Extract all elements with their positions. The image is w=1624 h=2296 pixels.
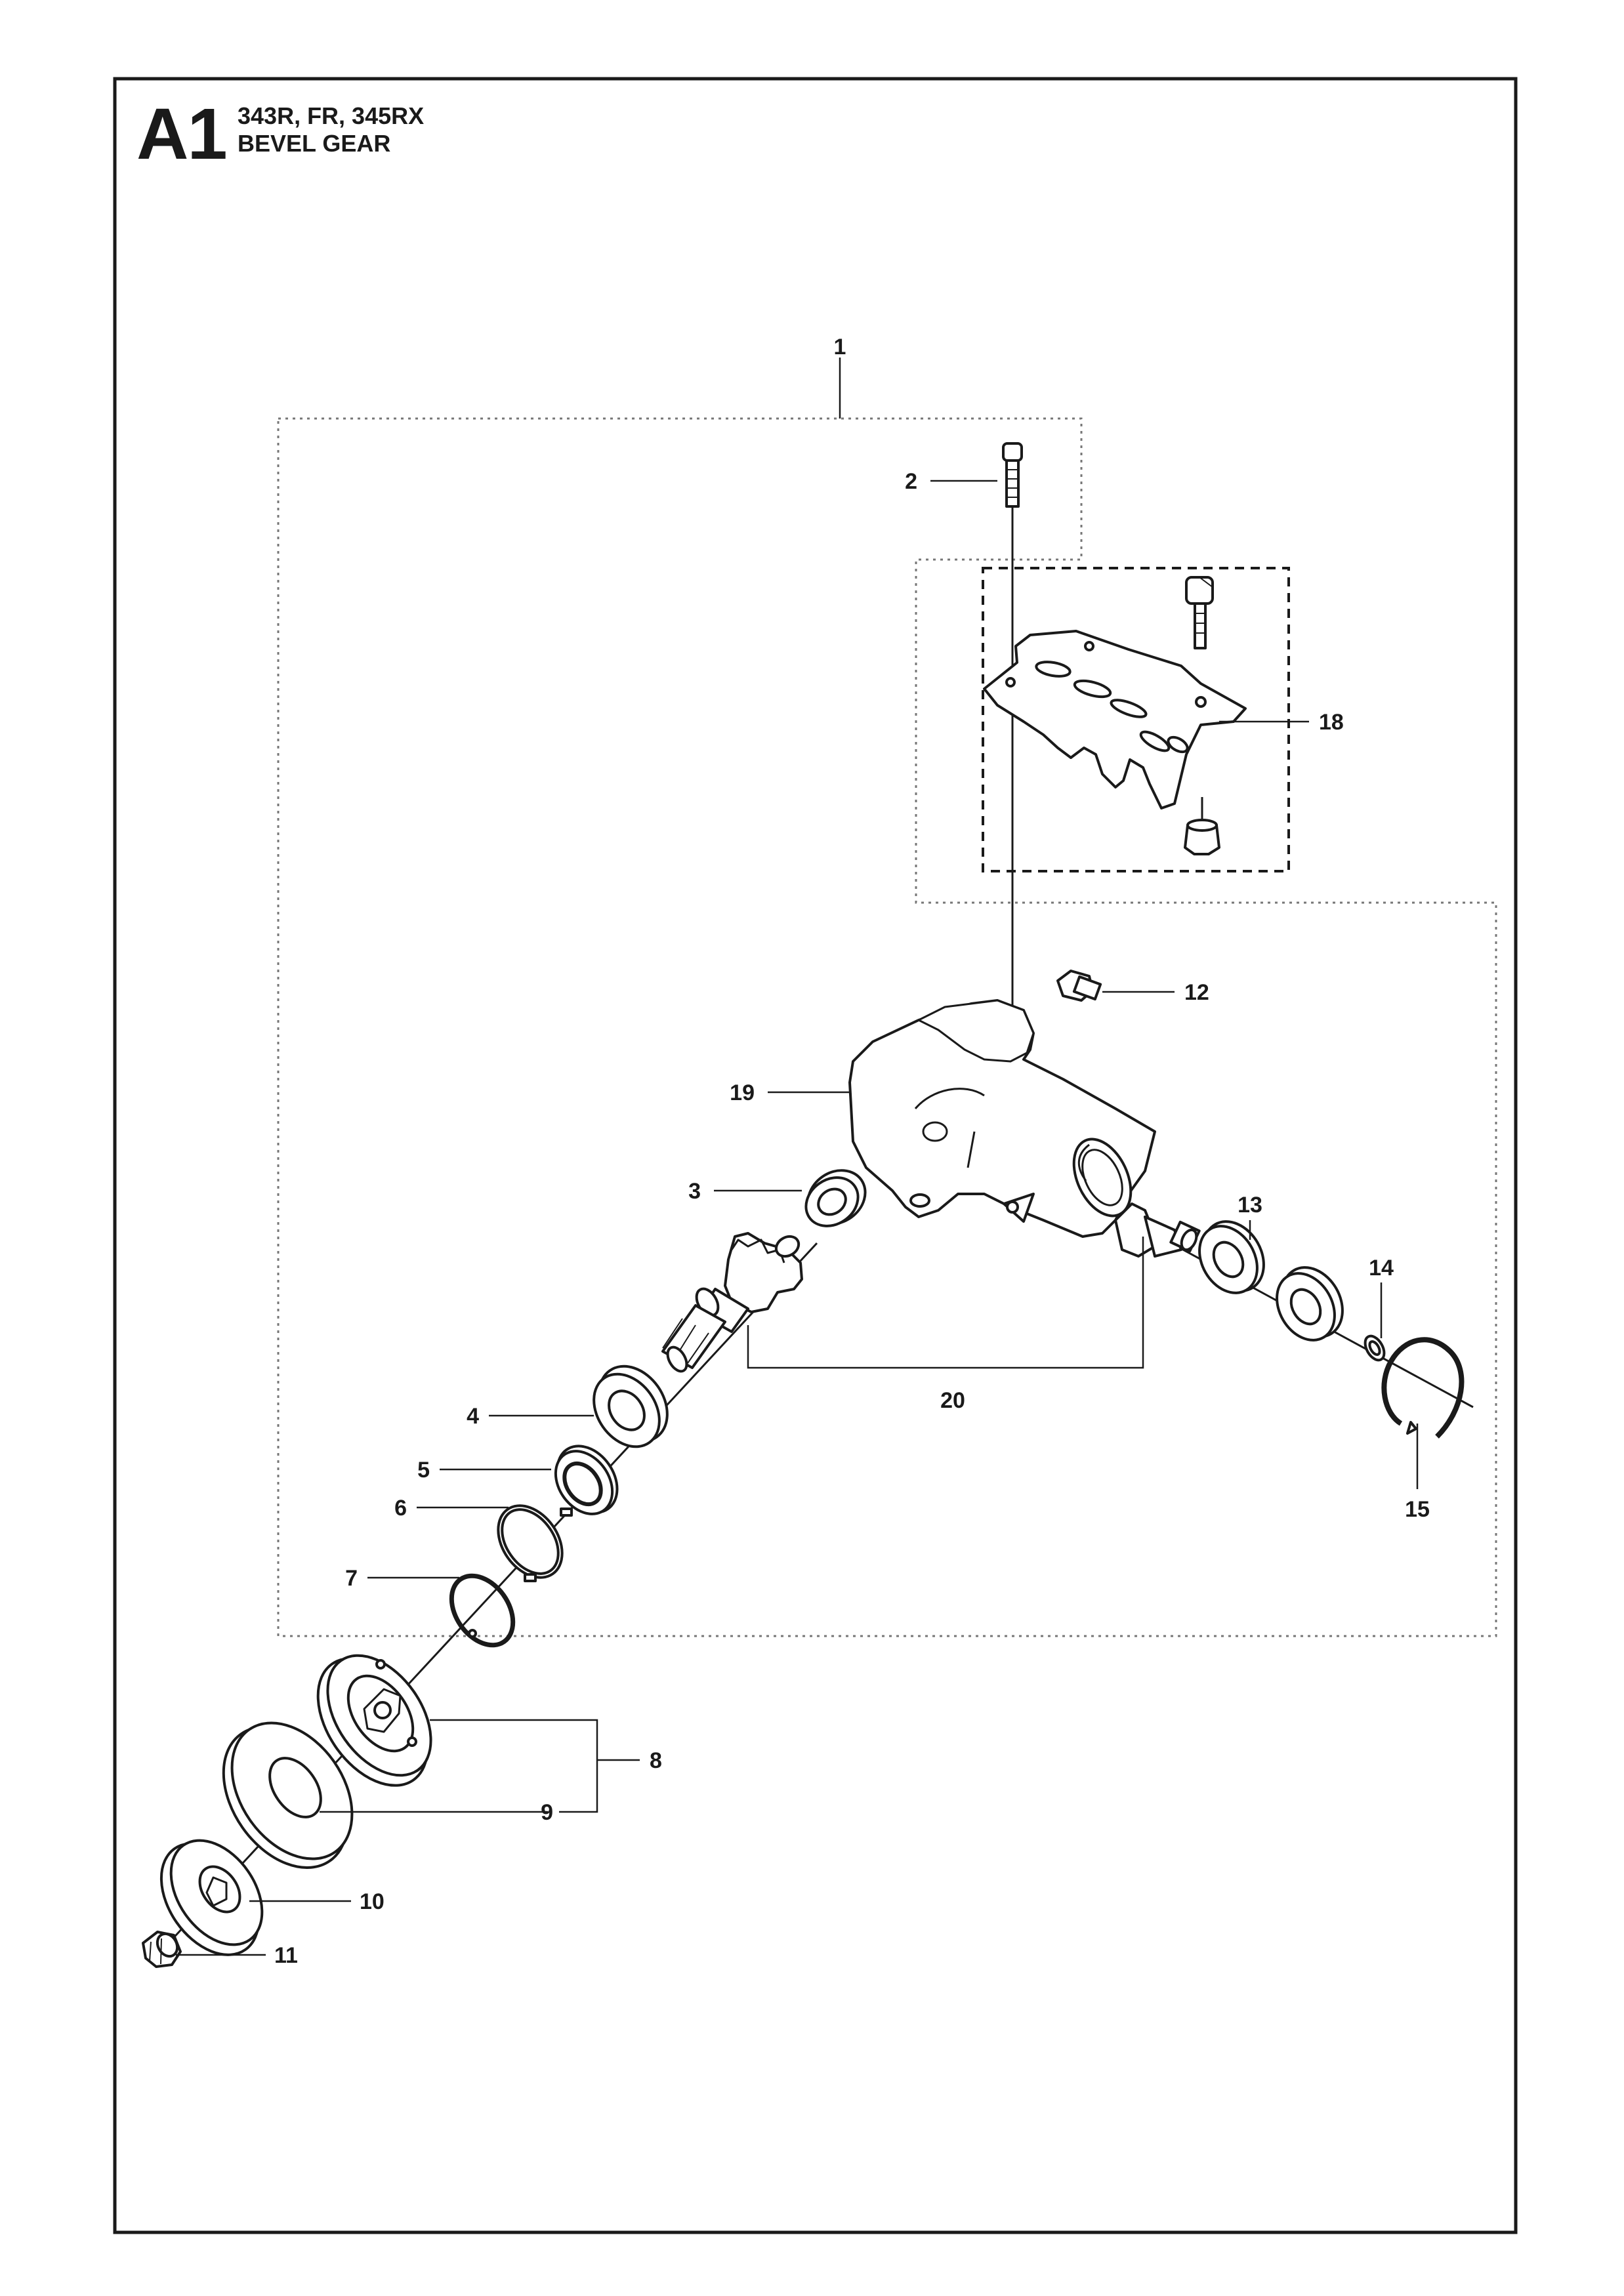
callout-15: 15 [1405, 1497, 1430, 1522]
callout-3: 3 [688, 1179, 701, 1204]
part-9-large-washer [222, 1721, 354, 1869]
part-7-circlip [449, 1573, 516, 1648]
part-18-guard-bracket [983, 576, 1247, 855]
part-4-bearing [593, 1364, 669, 1448]
part-3-bearing [804, 1169, 867, 1227]
assembly-boundary-dotted [277, 417, 1497, 1637]
callout-9: 9 [541, 1800, 553, 1825]
part-5-seal [554, 1445, 619, 1515]
part-10-support-cup [159, 1839, 264, 1956]
guard-kit-box-dashed [982, 567, 1290, 872]
diagram-title: BEVEL GEAR [238, 130, 391, 157]
callout-12: 12 [1184, 980, 1209, 1005]
callout-labels: 1 2 3 4 5 6 7 8 9 10 11 12 13 14 15 18 1… [274, 335, 1430, 1968]
part-bearing-right [1276, 1266, 1344, 1342]
part-19-gear-housing [848, 999, 1156, 1238]
part-15-circlip [1381, 1337, 1465, 1439]
callout-5: 5 [417, 1458, 430, 1483]
model-list: 343R, FR, 345RX [238, 102, 425, 129]
leader-lines [176, 358, 1419, 1956]
part-13-seal [1198, 1220, 1265, 1294]
part-11-nut [142, 1931, 182, 1968]
section-code: A1 [136, 94, 228, 174]
part-2-screw [1002, 442, 1023, 508]
callout-20: 20 [940, 1388, 965, 1413]
part-12-plug-screw [1056, 970, 1102, 1002]
callout-19: 19 [730, 1080, 755, 1105]
part-8-drive-disc [316, 1654, 432, 1787]
page-frame [113, 77, 1518, 2234]
callout-7: 7 [345, 1566, 358, 1591]
callout-11: 11 [274, 1943, 298, 1968]
callout-4: 4 [467, 1404, 479, 1429]
part-14-washer [1364, 1334, 1386, 1362]
part-20-bevel-gear-set [661, 1202, 1201, 1373]
callout-18: 18 [1319, 710, 1344, 735]
callout-2: 2 [905, 469, 917, 494]
callout-10: 10 [360, 1889, 385, 1914]
callout-13: 13 [1238, 1193, 1262, 1218]
callout-1: 1 [834, 335, 846, 359]
callout-8: 8 [650, 1748, 662, 1773]
callout-6: 6 [394, 1496, 407, 1521]
callout-14: 14 [1369, 1256, 1394, 1281]
part-6-retaining-ring [497, 1504, 573, 1582]
